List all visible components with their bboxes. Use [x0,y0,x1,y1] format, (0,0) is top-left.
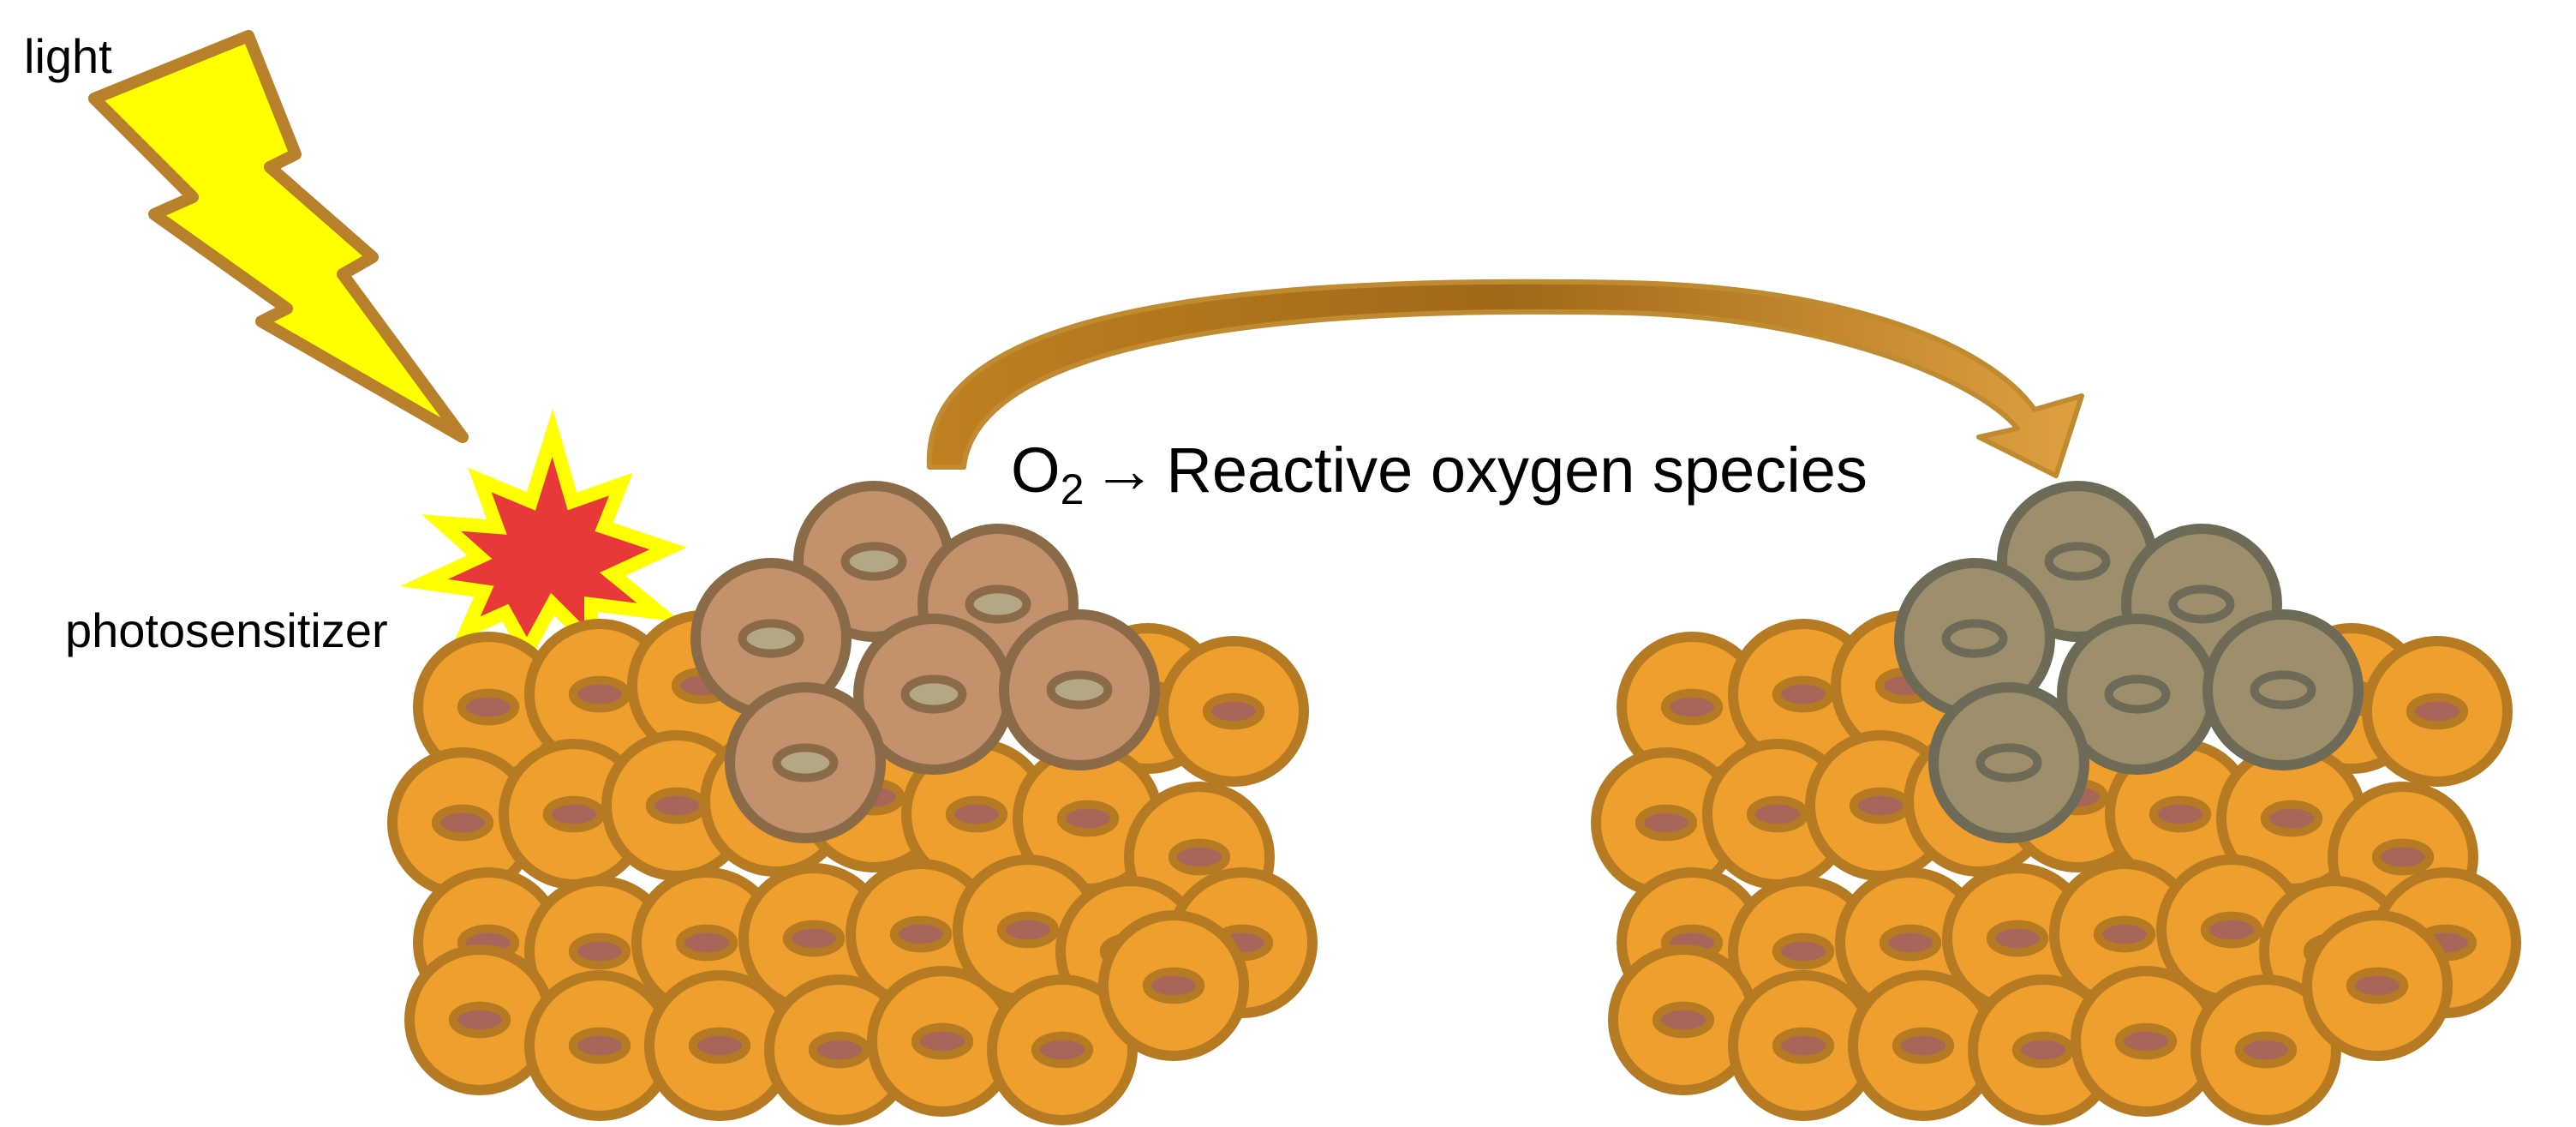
cell-nucleus [542,795,606,833]
light-label: light [24,29,112,83]
cell-nucleus [431,804,494,842]
cell-nucleus [840,542,907,581]
reactant-subscript: 2 [1060,465,1085,513]
cell-nucleus [965,584,1031,624]
healthy-cell [524,970,675,1121]
cell-nucleus [2104,674,2171,714]
cell-nucleus [1046,670,1113,710]
cell-nucleus [738,619,804,658]
healthy-cell [2302,910,2453,1061]
cell-nucleus [568,675,631,713]
cell-nucleus [2011,1031,2075,1069]
damaged-cell-cluster [1591,481,2521,1125]
cell-nucleus [1202,692,1265,730]
cell-nucleus [2260,800,2323,837]
cell-nucleus [1892,1027,1955,1064]
lightning-bolt-icon [88,30,469,443]
cell-nucleus [889,915,953,953]
curved-arrow-icon [926,279,2084,478]
healthy-cell [1728,970,1879,1121]
reaction-label: O2→Reactive oxygen species [1011,435,1868,513]
healthy-cell [1608,944,1759,1095]
cell-nucleus [1772,1027,1835,1064]
photosensitizer-label: photosensitizer [65,603,388,657]
healthy-cell [1098,910,1249,1061]
cell-nucleus [2406,692,2469,730]
cell-nucleus [2346,967,2409,1004]
cell-nucleus [1660,688,1724,726]
cell-nucleus [568,1027,631,1064]
cell-nucleus [1975,743,2042,782]
damaged-cell [1928,682,2089,843]
cell-nucleus [1031,1031,1094,1069]
healthy-cell [987,974,1138,1125]
cell-nucleus [2093,915,2156,953]
cell-nucleus [772,743,839,782]
sensitized-cell [999,609,1160,770]
cell-nucleus [782,920,846,957]
damaged-cell [2202,609,2364,770]
cell-nucleus [1635,804,1698,842]
cell-nucleus [900,674,967,714]
cell-nucleus [568,932,631,970]
cell-nucleus [1879,924,1942,962]
cell-nucleus [1986,920,2049,957]
cell-nucleus [457,688,520,726]
cell-nucleus [2168,584,2235,624]
cell-nucleus [2250,670,2316,710]
cell-nucleus [1772,675,1835,713]
starburst-icon [400,409,687,666]
cell-nucleus [2371,838,2435,876]
cell-nucleus [1168,838,1231,876]
cell-nucleus [645,787,708,824]
cell-nucleus [1142,967,1205,1004]
sensitized-cell-cluster [387,481,1318,1125]
cell-nucleus [688,1027,751,1064]
cell-nucleus [2200,911,2263,949]
reactant-text: O [1011,435,1061,506]
healthy-cell [2362,636,2513,787]
cell-nucleus [1941,619,2008,658]
cell-nucleus [1652,1001,1715,1039]
cell-nucleus [2234,1031,2298,1069]
cell-nucleus [808,1031,871,1069]
product-text: Reactive oxygen species [1166,435,1868,506]
sensitized-cell [725,682,886,843]
cell-nucleus [2044,542,2111,581]
cell-nucleus [2149,795,2212,833]
healthy-cell [1158,636,1309,787]
healthy-cell [2190,974,2341,1125]
cell-nucleus [1772,932,1835,970]
cell-nucleus [911,1022,974,1060]
cell-nucleus [1746,795,1809,833]
healthy-cell [1942,863,2093,1014]
cell-nucleus [1849,787,1912,824]
reaction-arrow: → [1092,435,1157,506]
cell-nucleus [996,911,1060,949]
cell-nucleus [2114,1022,2178,1060]
sensitized-cell [690,558,852,719]
cell-nucleus [1056,800,1120,837]
cell-nucleus [945,795,1008,833]
cell-nucleus [448,1001,511,1039]
cell-nucleus [675,924,738,962]
